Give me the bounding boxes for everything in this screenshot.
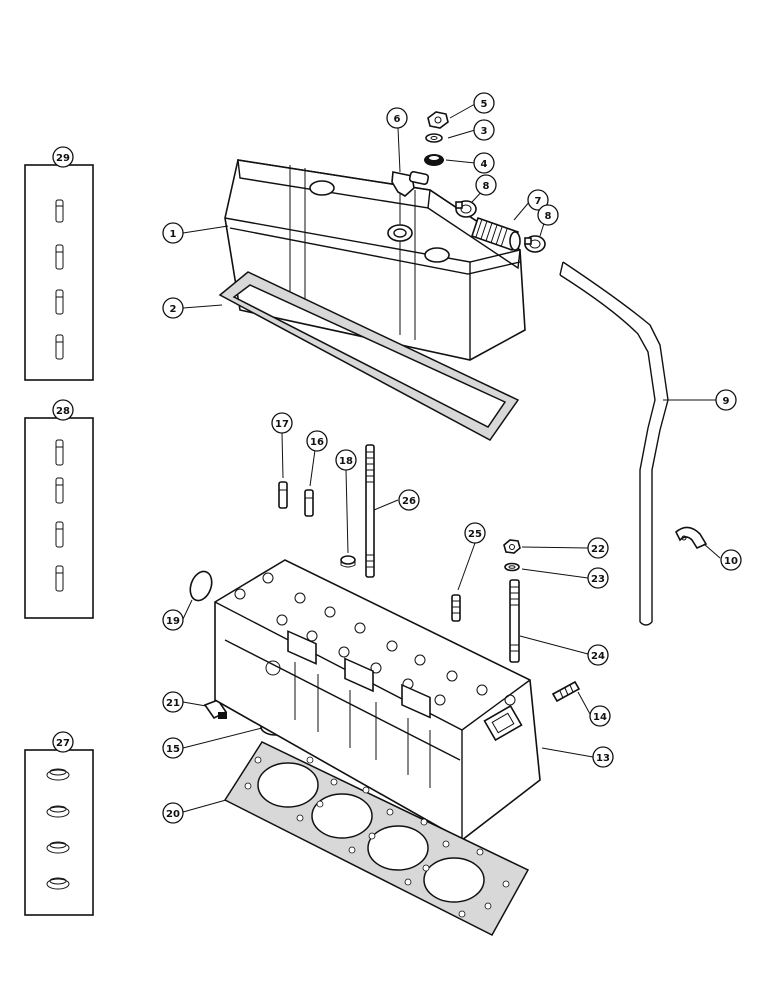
- svg-text:8: 8: [483, 181, 490, 192]
- callout-16: 16: [306, 430, 328, 452]
- callout-8a: 8: [475, 174, 497, 196]
- box-29: [24, 164, 94, 381]
- svg-text:20: 20: [166, 809, 180, 820]
- callout-20: 20: [162, 802, 184, 824]
- svg-text:17: 17: [275, 419, 289, 430]
- callout-8b: 8: [537, 204, 559, 226]
- callout-10: 10: [720, 549, 742, 571]
- callout-24: 24: [587, 644, 609, 666]
- cover-gasket-icon: [218, 271, 520, 441]
- callout-15: 15: [162, 737, 184, 759]
- svg-text:18: 18: [339, 456, 353, 467]
- svg-text:19: 19: [166, 616, 180, 627]
- nut-5-icon: [427, 111, 449, 129]
- stud-25-icon: [451, 594, 461, 622]
- callout-17: 17: [271, 412, 293, 434]
- callout-1: 1: [162, 222, 184, 244]
- svg-text:10: 10: [724, 556, 738, 567]
- callout-7: 7: [527, 189, 549, 211]
- callout-14: 14: [589, 705, 611, 727]
- nut-22-icon: [503, 539, 521, 554]
- callout-3: 3: [473, 119, 495, 141]
- svg-text:28: 28: [56, 406, 70, 417]
- hose-clamp-8a-icon: [455, 200, 477, 218]
- svg-text:21: 21: [166, 698, 180, 709]
- callout-28: 28: [52, 399, 74, 421]
- callout-22: 22: [587, 537, 609, 559]
- breather-elbow-6-icon: [391, 170, 430, 197]
- pin-17-icon: [278, 481, 288, 509]
- callout-26: 26: [398, 489, 420, 511]
- callout-5: 5: [473, 92, 495, 114]
- svg-text:22: 22: [591, 544, 605, 555]
- tube-clip-10-icon: [675, 526, 708, 550]
- box-28: [24, 417, 94, 619]
- box-27: [24, 749, 94, 916]
- svg-text:1: 1: [170, 229, 177, 240]
- washer-23-icon: [504, 562, 520, 572]
- svg-text:9: 9: [723, 396, 730, 407]
- grommet-4-icon: [424, 154, 444, 166]
- svg-text:25: 25: [468, 529, 482, 540]
- callout-6: 6: [386, 107, 408, 129]
- callout-2: 2: [162, 297, 184, 319]
- svg-text:16: 16: [310, 437, 324, 448]
- svg-text:3: 3: [481, 126, 488, 137]
- hose-7-icon: [470, 216, 521, 252]
- hose-clamp-8b-icon: [524, 235, 546, 253]
- svg-text:8: 8: [545, 211, 552, 222]
- washer-3-icon: [425, 133, 443, 143]
- callout-29: 29: [52, 146, 74, 168]
- breather-tube-9-icon: [559, 261, 669, 626]
- callout-19: 19: [162, 609, 184, 631]
- cylinder-head-13-icon: [214, 559, 541, 841]
- svg-text:15: 15: [166, 744, 180, 755]
- callout-25: 25: [464, 522, 486, 544]
- pin-16-icon: [304, 489, 314, 517]
- valve-cover-icon: [224, 159, 526, 361]
- svg-text:7: 7: [535, 196, 542, 207]
- stud-26-icon: [365, 444, 375, 578]
- callout-13: 13: [592, 746, 614, 768]
- svg-text:24: 24: [591, 651, 605, 662]
- callout-18: 18: [335, 449, 357, 471]
- svg-text:13: 13: [596, 753, 610, 764]
- o-ring-19-icon: [189, 570, 213, 602]
- leader-lines: [182, 103, 721, 813]
- svg-text:29: 29: [56, 153, 70, 164]
- callout-27: 27: [52, 731, 74, 753]
- svg-text:2: 2: [170, 304, 177, 315]
- stud-24-icon: [509, 579, 520, 663]
- svg-text:27: 27: [56, 738, 70, 749]
- svg-text:14: 14: [593, 712, 607, 723]
- svg-text:26: 26: [402, 496, 416, 507]
- callout-9: 9: [715, 389, 737, 411]
- svg-text:6: 6: [394, 114, 401, 125]
- svg-text:5: 5: [481, 99, 488, 110]
- plug-18-icon: [340, 555, 356, 568]
- head-gasket-20-icon: [223, 741, 530, 936]
- callout-21: 21: [162, 691, 184, 713]
- stud-14-icon: [551, 680, 581, 703]
- callout-23: 23: [587, 567, 609, 589]
- svg-text:4: 4: [481, 159, 488, 170]
- svg-text:23: 23: [591, 574, 605, 585]
- callout-4: 4: [473, 152, 495, 174]
